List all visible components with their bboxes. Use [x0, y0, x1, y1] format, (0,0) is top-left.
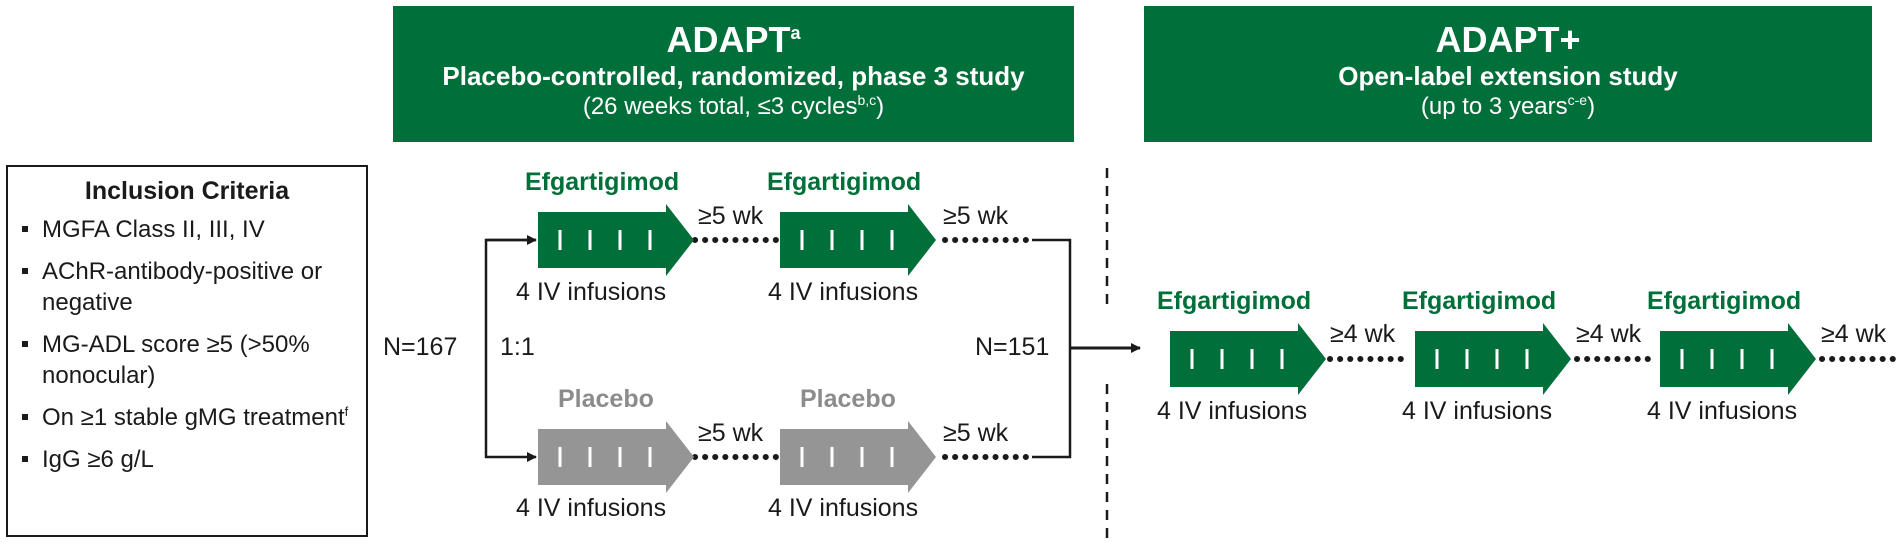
infusion-arrow-efgartigimod [1660, 323, 1816, 395]
infusion-count: 4 IV infusions [768, 494, 919, 522]
adapt-subtitle: Placebo-controlled, randomized, phase 3 … [442, 61, 1025, 91]
arm-label-placebo: Placebo [800, 385, 896, 413]
arrow-body [1170, 323, 1326, 395]
arrow-body [1415, 323, 1571, 395]
adapt-plus-header: ADAPT+ Open-label extension study (up to… [1144, 6, 1872, 142]
gap-label: ≥4 wk [1576, 320, 1642, 348]
arrow-body [538, 204, 694, 276]
inclusion-criteria-box: Inclusion Criteria MGFA Class II, III, I… [6, 165, 368, 537]
infusion-count: 4 IV infusions [768, 278, 919, 306]
infusion-arrow-placebo [538, 421, 694, 493]
criteria-item: MG-ADL score ≥5 (>50% nonocular) [22, 329, 366, 391]
infusion-arrow-efgartigimod [538, 204, 694, 276]
infusion-arrow-efgartigimod [1415, 323, 1571, 395]
arm-label-efgartigimod: Efgartigimod [1157, 287, 1312, 315]
adapt-detail: (26 weeks total, ≤3 cyclesb,c) [582, 92, 885, 120]
infusion-count: 4 IV infusions [1402, 397, 1553, 425]
infusion-count: 4 IV infusions [516, 278, 667, 306]
arm-label-efgartigimod: Efgartigimod [1647, 287, 1802, 315]
gap-label: ≥5 wk [943, 202, 1009, 230]
infusion-arrow-placebo [780, 421, 936, 493]
criteria-item: IgG ≥6 g/L [22, 444, 366, 475]
randomization-ratio: 1:1 [500, 333, 535, 361]
infusion-count: 4 IV infusions [516, 494, 667, 522]
gap-label: ≥5 wk [943, 419, 1009, 447]
inclusion-criteria-title: Inclusion Criteria [84, 177, 290, 205]
gap-label: ≥5 wk [698, 202, 764, 230]
infusion-count: 4 IV infusions [1647, 397, 1798, 425]
arrow-body [780, 421, 936, 493]
adapt-title: ADAPTa [666, 19, 801, 60]
criteria-item: On ≥1 stable gMG treatmentf [22, 402, 366, 433]
criteria-item: MGFA Class II, III, IV [22, 214, 366, 245]
arm-label-placebo: Placebo [558, 385, 654, 413]
adapt-header: ADAPTa Placebo-controlled, randomized, p… [393, 6, 1074, 142]
infusion-arrow-efgartigimod [780, 204, 936, 276]
arm-label-efgartigimod: Efgartigimod [525, 168, 680, 196]
n-randomized: N=167 [383, 333, 458, 361]
arrow-body [780, 204, 936, 276]
criteria-item: AChR-antibody-positive or negative [22, 256, 366, 318]
arm-label-efgartigimod: Efgartigimod [767, 168, 922, 196]
adapt-plus-subtitle: Open-label extension study [1338, 61, 1678, 91]
gap-label: ≥5 wk [698, 419, 764, 447]
arrow-body [1660, 323, 1816, 395]
infusion-count: 4 IV infusions [1157, 397, 1308, 425]
arrow-body [538, 421, 694, 493]
arm-label-efgartigimod: Efgartigimod [1402, 287, 1557, 315]
adapt-plus-detail: (up to 3 yearsc-e) [1420, 92, 1596, 120]
inclusion-criteria-list: MGFA Class II, III, IV AChR-antibody-pos… [8, 214, 366, 475]
infusion-arrow-efgartigimod [1170, 323, 1326, 395]
n-continued: N=151 [975, 333, 1050, 361]
gap-label: ≥4 wk [1821, 320, 1887, 348]
gap-label: ≥4 wk [1330, 320, 1396, 348]
adapt-plus-title: ADAPT+ [1435, 19, 1581, 60]
